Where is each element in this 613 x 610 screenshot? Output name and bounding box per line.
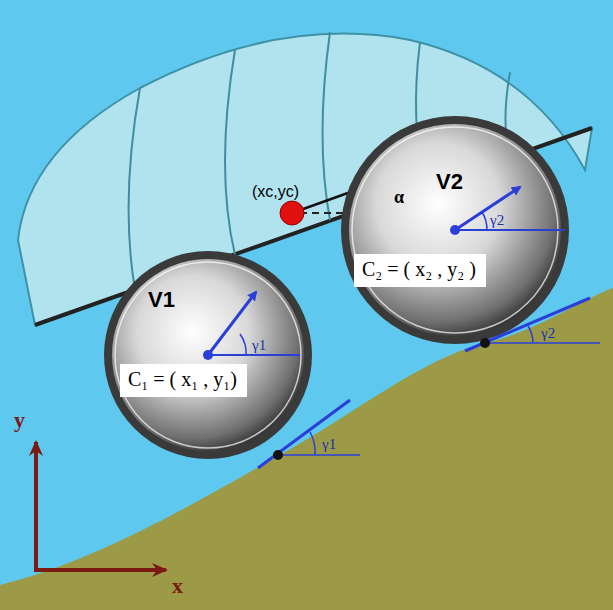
angle-label: α	[394, 188, 404, 208]
velocity-label: V2	[436, 170, 463, 194]
angle-label: γ2	[541, 325, 555, 342]
position-label: (xc,yc)	[252, 183, 299, 201]
coordinate-text: C₁ = ( x₁ , y₁)	[128, 368, 237, 391]
angle-label: γ2	[490, 212, 504, 229]
axis-label: y	[14, 408, 25, 432]
angle-label: γ1	[322, 436, 336, 453]
coordinate-text: C₂ = ( x₂ , y₂ )	[362, 258, 476, 281]
angle-label: γ1	[252, 337, 266, 354]
coordinate-box: C₁ = ( x₁ , y₁)	[120, 364, 247, 397]
velocity-label: V1	[148, 288, 175, 312]
coordinate-box: C₂ = ( x₂ , y₂ )	[354, 254, 486, 287]
axis-label: x	[172, 574, 183, 598]
